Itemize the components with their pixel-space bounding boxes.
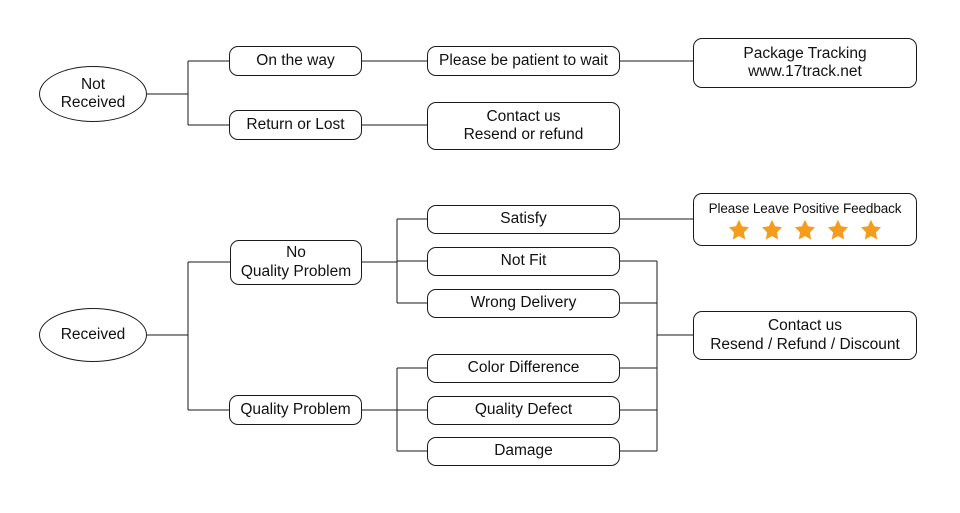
node-return-or-lost[interactable]: Return or Lost — [229, 110, 362, 140]
node-color-difference[interactable]: Color Difference — [427, 354, 620, 383]
node-on-the-way[interactable]: On the way — [229, 46, 362, 76]
node-damage[interactable]: Damage — [427, 437, 620, 466]
node-leave-positive-feedback[interactable]: Please Leave Positive Feedback — [693, 193, 917, 246]
feedback-label: Please Leave Positive Feedback — [708, 201, 902, 217]
node-contact-us-resend-refund-discount[interactable]: Contact us Resend / Refund / Discount — [693, 311, 917, 360]
star-icon[interactable] — [761, 219, 783, 240]
node-satisfy[interactable]: Satisfy — [427, 205, 620, 234]
node-package-tracking[interactable]: Package Tracking www.17track.net — [693, 38, 917, 88]
node-contact-us-resend-or-refund[interactable]: Contact us Resend or refund — [427, 102, 620, 150]
star-icon[interactable] — [827, 219, 849, 240]
star-icon[interactable] — [794, 219, 816, 240]
star-icon[interactable] — [728, 219, 750, 240]
node-please-be-patient-to-wait[interactable]: Please be patient to wait — [427, 46, 620, 76]
star-icon[interactable] — [860, 219, 882, 240]
star-rating[interactable] — [728, 219, 882, 240]
node-quality-problem[interactable]: Quality Problem — [229, 395, 362, 425]
node-not-received[interactable]: Not Received — [39, 66, 147, 122]
node-received[interactable]: Received — [39, 308, 147, 362]
node-quality-defect[interactable]: Quality Defect — [427, 396, 620, 425]
node-not-fit[interactable]: Not Fit — [427, 247, 620, 276]
node-wrong-delivery[interactable]: Wrong Delivery — [427, 289, 620, 318]
node-no-quality-problem[interactable]: No Quality Problem — [230, 240, 362, 285]
